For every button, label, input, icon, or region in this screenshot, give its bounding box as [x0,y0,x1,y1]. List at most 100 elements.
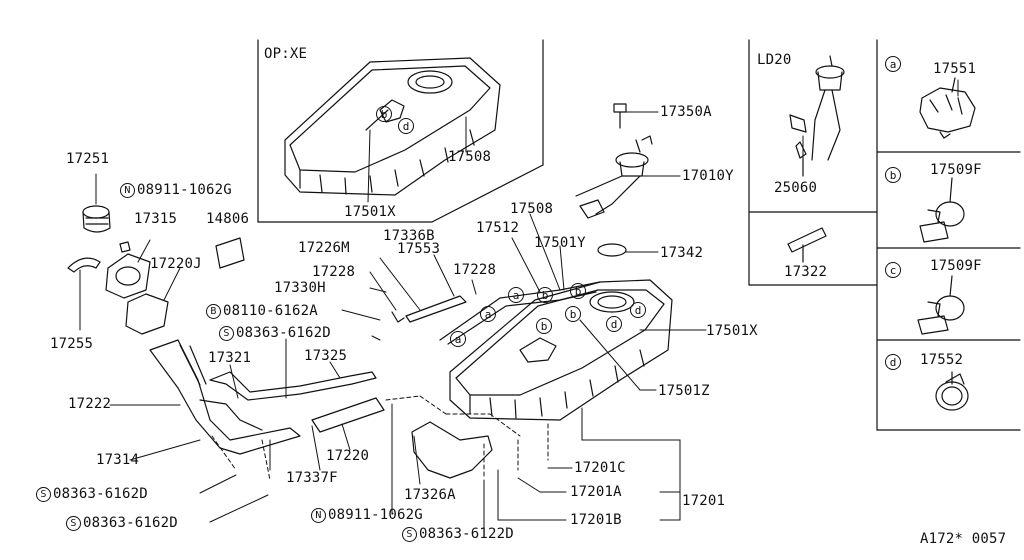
tank-clip-marker-b4: b [565,306,581,322]
part-08363-6162d-b-text: 08363-6162D [53,486,148,502]
plate-17220j [125,293,169,335]
part-17508[interactable]: 17508 [510,201,554,217]
clip-a-drawing [919,77,976,139]
diagram-code: A172* 0057 [920,531,1007,547]
part-17501x[interactable]: 17501X [706,323,758,339]
prefix-n-b: N [311,508,326,523]
part-17314[interactable]: 17314 [96,452,140,468]
part-17201c[interactable]: 17201C [574,460,626,476]
inset-opixe-frame [257,39,544,223]
clip-d-drawing [935,371,969,411]
part-17337f[interactable]: 17337F [286,470,338,486]
part-17010y[interactable]: 17010Y [682,168,734,184]
part-14806[interactable]: 14806 [206,211,250,227]
part-17220j[interactable]: 17220J [150,256,202,272]
clip-b-drawing [919,177,965,243]
part-17551[interactable]: 17551 [933,61,977,77]
heat-shield-17326a [411,421,493,479]
right-inset-frame [748,39,1021,431]
part-17501z[interactable]: 17501Z [658,383,710,399]
part-17512[interactable]: 17512 [476,220,520,236]
breather-pipe [199,371,377,431]
clip-c-drawing [917,275,965,335]
part-08911-1062g-a-text: 08911-1062G [137,182,232,198]
ld20-sender-unit [789,55,845,177]
part-17501x-inset[interactable]: 17501X [344,204,396,220]
prefix-n-a: N [120,183,135,198]
filler-cap-17251 [82,205,111,233]
tank-clip-marker-a2: a [480,306,496,322]
prefix-s-c: S [66,516,81,531]
tank-clip-marker-d-inset: d [398,118,414,134]
prefix-s-b: S [36,487,51,502]
part-17330h[interactable]: 17330H [274,280,326,296]
filler-pipe-17222 [149,339,301,455]
part-17342[interactable]: 17342 [660,245,704,261]
prefix-b: B [206,304,221,319]
neck-17315 [105,253,151,299]
inset-opixe-label: OP:XE [264,46,308,62]
tank-clip-marker-b2: b [570,283,586,299]
pad-14806 [215,237,245,269]
clip-b-marker: b [885,167,901,183]
part-17509f-b[interactable]: 17509F [930,162,982,178]
part-08363-6162d-c-text: 08363-6162D [83,515,178,531]
tank-clip-marker-a3: a [450,331,466,347]
part-17220[interactable]: 17220 [326,448,370,464]
inset-tank [284,57,501,196]
gasket-17342 [597,243,627,257]
part-08911-1062g-b-text: 08911-1062G [328,507,423,523]
prefix-s-a: S [219,326,234,341]
part-17325[interactable]: 17325 [304,348,348,364]
part-17228-a[interactable]: 17228 [312,264,356,280]
prefix-s-d: S [402,527,417,542]
part-17326a[interactable]: 17326A [404,487,456,503]
part-08363-6162d-a-text: 08363-6162D [236,325,331,341]
part-25060[interactable]: 25060 [774,180,818,196]
tank-clip-marker-a1: a [508,287,524,303]
inset-ld20-label: LD20 [757,52,792,68]
sender-unit-17010y [575,135,653,219]
part-17201a[interactable]: 17201A [570,484,622,500]
part-17201[interactable]: 17201 [682,493,726,509]
part-17315[interactable]: 17315 [134,211,178,227]
clip-c-marker: c [885,262,901,278]
part-17501y[interactable]: 17501Y [534,235,586,251]
clip-a-marker: a [885,56,901,72]
hose-17220 [311,397,385,433]
bolt-17350a [613,103,627,129]
tank-clip-marker-b1: b [537,287,553,303]
part-17322[interactable]: 17322 [784,264,828,280]
hose-17322 [787,227,827,263]
main-fuel-tank [449,279,673,421]
part-17255[interactable]: 17255 [50,336,94,352]
part-17228-b[interactable]: 17228 [453,262,497,278]
tank-clip-marker-d2: d [630,302,646,318]
part-17222[interactable]: 17222 [68,396,112,412]
tank-clip-marker-b-inset: b [376,106,392,122]
part-08110-6162a-text: 08110-6162A [223,303,318,319]
tank-clip-marker-d1: d [606,316,622,332]
tank-clip-marker-b3: b [536,318,552,334]
part-17552[interactable]: 17552 [920,352,964,368]
part-17226m[interactable]: 17226M [298,240,350,256]
part-17251[interactable]: 17251 [66,151,110,167]
part-17553[interactable]: 17553 [397,241,441,257]
part-17321[interactable]: 17321 [208,350,252,366]
clip-d-marker: d [885,354,901,370]
part-17201b[interactable]: 17201B [570,512,622,528]
part-17509f-c[interactable]: 17509F [930,258,982,274]
part-17508-inset[interactable]: 17508 [448,149,492,165]
part-17350a[interactable]: 17350A [660,104,712,120]
part-17336b[interactable]: 17336B [383,228,435,244]
part-08363-6122d-text: 08363-6122D [419,526,514,542]
